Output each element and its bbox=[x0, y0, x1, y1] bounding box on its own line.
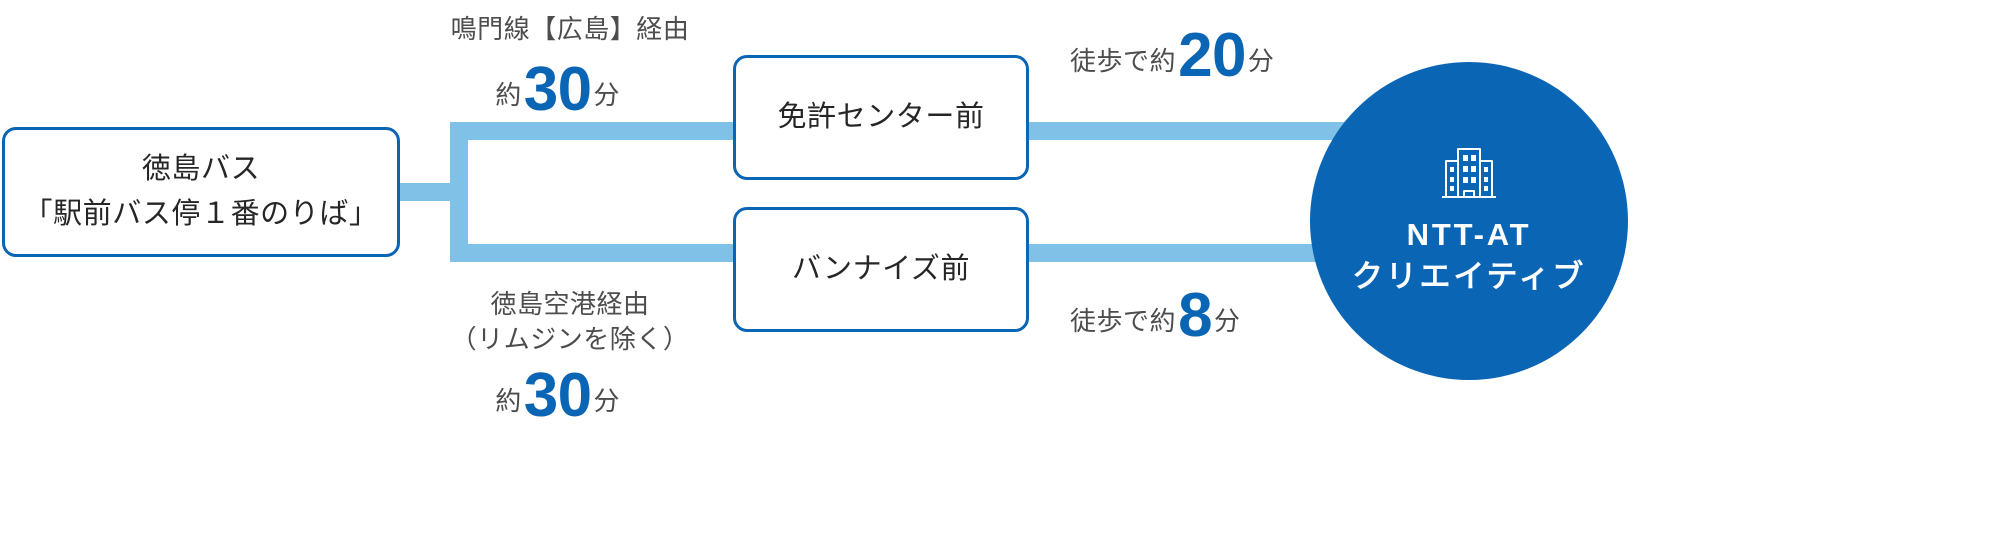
connector-split-vertical bbox=[450, 122, 468, 262]
lower-route-duration: 約30分 bbox=[420, 365, 620, 427]
upper-stop-box[interactable]: 免許センター前 bbox=[733, 55, 1029, 180]
lower-duration-value: 30 bbox=[523, 361, 592, 430]
destination-circle[interactable]: NTT-AT クリエイティブ bbox=[1310, 62, 1628, 380]
lower-walk-unit: 分 bbox=[1213, 306, 1241, 336]
upper-route-duration: 約30分 bbox=[420, 59, 620, 121]
lower-stop-box[interactable]: バンナイズ前 bbox=[733, 207, 1029, 332]
destination-name-line-1: NTT-AT bbox=[1406, 217, 1532, 253]
upper-walk-unit: 分 bbox=[1247, 46, 1275, 76]
origin-line-2: 「駅前バス停１番のりば」 bbox=[23, 198, 379, 230]
upper-duration-prefix: 約 bbox=[495, 80, 522, 110]
origin-line-1: 徳島バス bbox=[141, 153, 261, 186]
destination-name-line-2: クリエイティブ bbox=[1351, 259, 1587, 294]
upper-route-via-text: 鳴門線【広島】経由 bbox=[450, 14, 690, 44]
upper-walk-value: 20 bbox=[1178, 21, 1246, 90]
upper-route-via-label: 鳴門線【広島】経由 bbox=[420, 12, 720, 47]
lower-walk-duration: 徒歩で約8分 bbox=[1070, 285, 1241, 347]
upper-walk-duration: 徒歩で約20分 bbox=[1070, 25, 1275, 87]
lower-duration-group: 約30分 bbox=[495, 365, 620, 427]
connector-upper-to-destination bbox=[1010, 122, 1410, 140]
upper-duration-unit: 分 bbox=[593, 80, 620, 110]
connector-lower-to-destination bbox=[1010, 244, 1410, 262]
lower-route-via-label: 徳島空港経由 （リムジンを除く） bbox=[420, 287, 720, 357]
lower-walk-group: 徒歩で約8分 bbox=[1070, 285, 1241, 347]
origin-box[interactable]: 徳島バス 「駅前バス停１番のりば」 bbox=[2, 127, 400, 257]
lower-route-via-line-1: 徳島空港経由 bbox=[490, 289, 650, 319]
upper-walk-prefix: 徒歩で約 bbox=[1070, 46, 1177, 76]
lower-duration-prefix: 約 bbox=[495, 386, 522, 416]
lower-stop-label: バンナイズ前 bbox=[791, 253, 971, 286]
upper-duration-group: 約30分 bbox=[495, 59, 620, 121]
lower-duration-unit: 分 bbox=[593, 386, 620, 416]
lower-route-via-line-2: （リムジンを除く） bbox=[450, 324, 690, 355]
upper-walk-group: 徒歩で約20分 bbox=[1070, 25, 1275, 87]
connector-lower-to-stop bbox=[450, 244, 750, 262]
upper-duration-value: 30 bbox=[523, 55, 592, 124]
building-icon bbox=[1439, 144, 1499, 204]
connector-upper-to-stop bbox=[450, 122, 750, 140]
lower-walk-value: 8 bbox=[1178, 281, 1212, 350]
lower-walk-prefix: 徒歩で約 bbox=[1070, 306, 1177, 336]
upper-stop-label: 免許センター前 bbox=[777, 101, 985, 134]
